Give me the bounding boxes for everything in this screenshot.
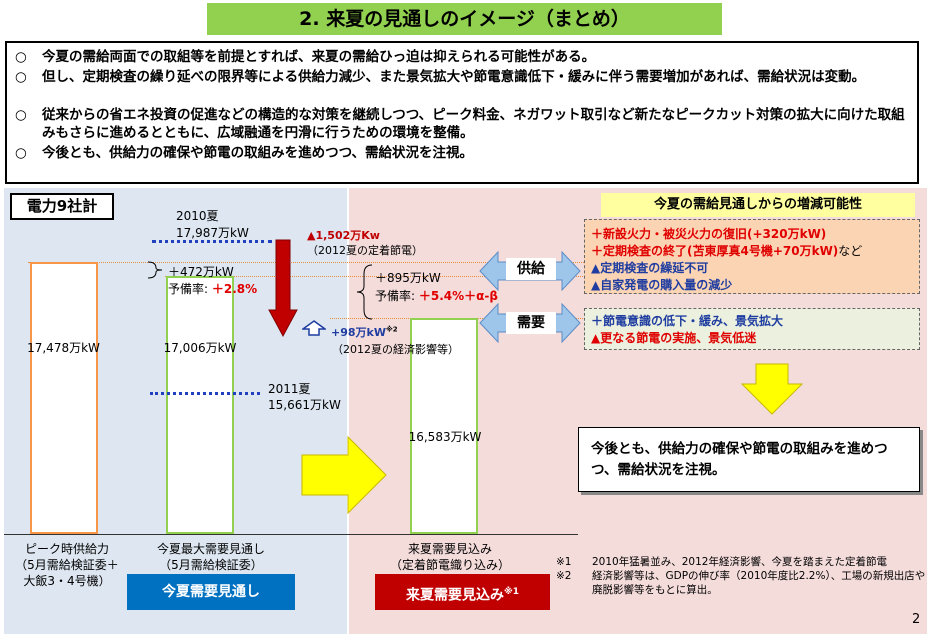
reserve-rate-label: 予備率: [375, 289, 416, 303]
footnote-ref-1: ※1 [503, 587, 519, 597]
next-summer-demand-text: 来夏需要見込み [405, 587, 504, 604]
demand-factor-text: ＋節電意識の低下・緩み、景気拡大 [591, 314, 784, 328]
caption-line: （定着節電織り込み） [389, 558, 510, 572]
demand-label: 需要 [506, 312, 556, 334]
reserve-rate-label: 予備率: [168, 282, 209, 296]
summer-2011-line [150, 392, 260, 395]
reserve-rate-value: ＋2.8% [211, 282, 258, 296]
conclusion-box: 今後とも、供給力の確保や節電の取組みを進めつつ、需給状況を注視。 [578, 427, 920, 492]
supply-factor-text: ▲定期検査の繰延不可 [591, 261, 709, 275]
page-number: 2 [912, 612, 921, 627]
supply-level-line [28, 262, 588, 263]
demand-bar-value: 17,006万kW [163, 341, 237, 355]
bullet-mark: ○ [15, 49, 27, 65]
saving-note: （2012夏の定着節電） [307, 244, 423, 257]
bullet-mark: ○ [15, 69, 27, 85]
this-summer-demand-label: 今夏需要見通し [127, 574, 295, 610]
bullet-mark: ○ [15, 107, 27, 123]
next-demand-bar [410, 318, 478, 534]
footnote-text: 2010年猛暑並み、2012年経済影響、今夏を踏まえた定着節電 [592, 556, 887, 568]
demand-factor-text: ▲更なる節電の実施、景気低迷 [591, 331, 757, 345]
summary-bullet: ○ 今夏の需給両面での取組等を前提とすれば、来夏の需給ひっ迫は抑えられる可能性が… [15, 48, 911, 66]
footnote-ref-2: ※2 [385, 325, 398, 334]
demand-factor: ＋節電意識の低下・緩み、景気拡大 [591, 313, 919, 330]
reserve-rate-left: 予備率: ＋2.8% [168, 280, 257, 297]
yellow-right-arrow [301, 435, 387, 515]
saving-value: ▲1,502万Kw [307, 229, 380, 242]
footnote: ※2 経済影響等は、GDPの伸び率（2010年度比2.2%）、工場の新規出店や廃… [556, 569, 926, 597]
margin-plus-text: ＋472万kW [168, 265, 234, 279]
summary-box: ○ 今夏の需給両面での取組等を前提とすれば、来夏の需給ひっ迫は抑えられる可能性が… [5, 41, 919, 184]
margin-value-middle: ＋895万kW [375, 271, 441, 285]
red-down-arrow [268, 239, 298, 338]
demand-bar [166, 276, 234, 534]
supply-factor-text: ＋定期検査の終了(苫東厚真4号機+70万kW) [591, 244, 839, 258]
yellow-down-arrow [740, 363, 804, 415]
summer-2010-label: 2010夏 [176, 208, 219, 224]
margin-brace-middle [356, 264, 373, 320]
blue-up-arrow [302, 320, 326, 336]
summary-bullet: ○ 従来からの省エネ投資の促進などの構造的な対策を継続しつつ、ピーク料金、ネガワ… [15, 106, 911, 142]
baseline [4, 534, 578, 535]
footnote-text: 経済影響等は、GDPの伸び率（2010年度比2.2%）、工場の新規出店や廃脱影響… [592, 570, 926, 596]
summary-bullet: ○ 今後とも、供給力の確保や節電の取組みを進めつつ、需給状況を注視。 [15, 144, 911, 162]
page-title: 2. 来夏の見通しのイメージ（まとめ） [207, 3, 722, 35]
caption-line: 来夏需要見込み [407, 542, 492, 556]
bullet-text: 今夏の需給両面での取組等を前提とすれば、来夏の需給ひっ迫は抑えられる可能性がある… [42, 49, 596, 65]
summer-2010-value: 17,987万kW [176, 226, 249, 240]
caption-next-demand: 来夏需要見込み （定着節電織り込み） [380, 541, 520, 573]
supply-factor: ▲自家発電の購入量の減少 [591, 277, 919, 294]
demand-factors-box: ＋節電意識の低下・緩み、景気拡大 ▲更なる節電の実施、景気低迷 [584, 308, 920, 350]
caption-line: 今夏最大需要見通し [156, 542, 265, 556]
headline-box: 今夏の需給見通しからの増減可能性 [601, 193, 915, 217]
footnote-mark: ※1 [556, 556, 572, 568]
summer-2011-value: 15,661万kW [268, 398, 341, 412]
supply-factor: ＋新設火力・被災火力の復旧(+320万kW) [591, 226, 919, 243]
margin-brace-left [147, 261, 163, 279]
footnote: ※1 2010年猛暑並み、2012年経済影響、今夏を踏まえた定着節電 [556, 555, 926, 569]
caption-line: （5月需給検証委＋ [15, 558, 119, 572]
margin-value-left: ＋472万kW [168, 263, 234, 280]
footnote-mark: ※2 [556, 570, 572, 582]
supply-factor: ▲定期検査の繰延不可 [591, 260, 919, 277]
summer-2010-line [152, 240, 272, 243]
supply-factor-suffix: など [838, 244, 863, 258]
bullet-mark: ○ [15, 145, 27, 161]
caption-line: 大飯3・4号機） [23, 574, 111, 588]
supply-bar-value: 17,478万kW [27, 341, 100, 355]
bullet-text: 但し、定期検査の繰り延べの限界等による供給力減少、また景気拡大や節電意識低下・緩… [42, 69, 866, 85]
next-summer-demand-label: 来夏需要見込み※1 [375, 574, 550, 610]
demand-factor: ▲更なる節電の実施、景気低迷 [591, 330, 919, 347]
bullet-text: 従来からの省エネ投資の促進などの構造的な対策を継続しつつ、ピーク料金、ネガワット… [42, 107, 905, 141]
caption-supply: ピーク時供給力 （5月需給検証委＋ 大飯3・4号機） [4, 541, 130, 589]
summer-2010-title: 2010夏 [176, 209, 219, 223]
supply-factor-text: ＋新設火力・被災火力の復旧(+320万kW) [591, 227, 827, 241]
economic-impact-value: +98万kW※2 [331, 324, 398, 340]
supply-bar [30, 262, 98, 534]
caption-demand: 今夏最大需要見通し （5月需給検証委） [140, 541, 282, 573]
footnotes: ※1 2010年猛暑並み、2012年経済影響、今夏を踏まえた定着節電 ※2 経済… [556, 555, 926, 597]
caption-line: ピーク時供給力 [24, 542, 109, 556]
reserve-rate-value: ＋5.4%＋α-β [418, 289, 498, 303]
bullet-text: 今後とも、供給力の確保や節電の取組みを進めつつ、需給状況を注視。 [42, 145, 474, 161]
summer-2011-title: 2011夏 [268, 382, 311, 396]
supply-label: 供給 [506, 258, 556, 280]
supply-factors-box: ＋新設火力・被災火力の復旧(+320万kW) ＋定期検査の終了(苫東厚真4号機+… [584, 219, 920, 294]
next-demand-bar-value: 16,583万kW [408, 430, 482, 444]
economic-impact-number: +98万kW [331, 326, 386, 339]
demand-level-line [165, 276, 585, 277]
caption-line: （5月需給検証委） [159, 558, 263, 572]
company-total-badge: 電力9社計 [10, 193, 114, 220]
reserve-rate-middle: 予備率: ＋5.4%＋α-β [375, 287, 498, 304]
supply-factor-text: ▲自家発電の購入量の減少 [591, 278, 733, 292]
supply-factor: ＋定期検査の終了(苫東厚真4号機+70万kW)など [591, 243, 919, 260]
economic-impact-note: （2012夏の経済影響等） [332, 343, 459, 356]
summary-bullet: ○ 但し、定期検査の繰り延べの限界等による供給力減少、また景気拡大や節電意識低下… [15, 68, 911, 86]
